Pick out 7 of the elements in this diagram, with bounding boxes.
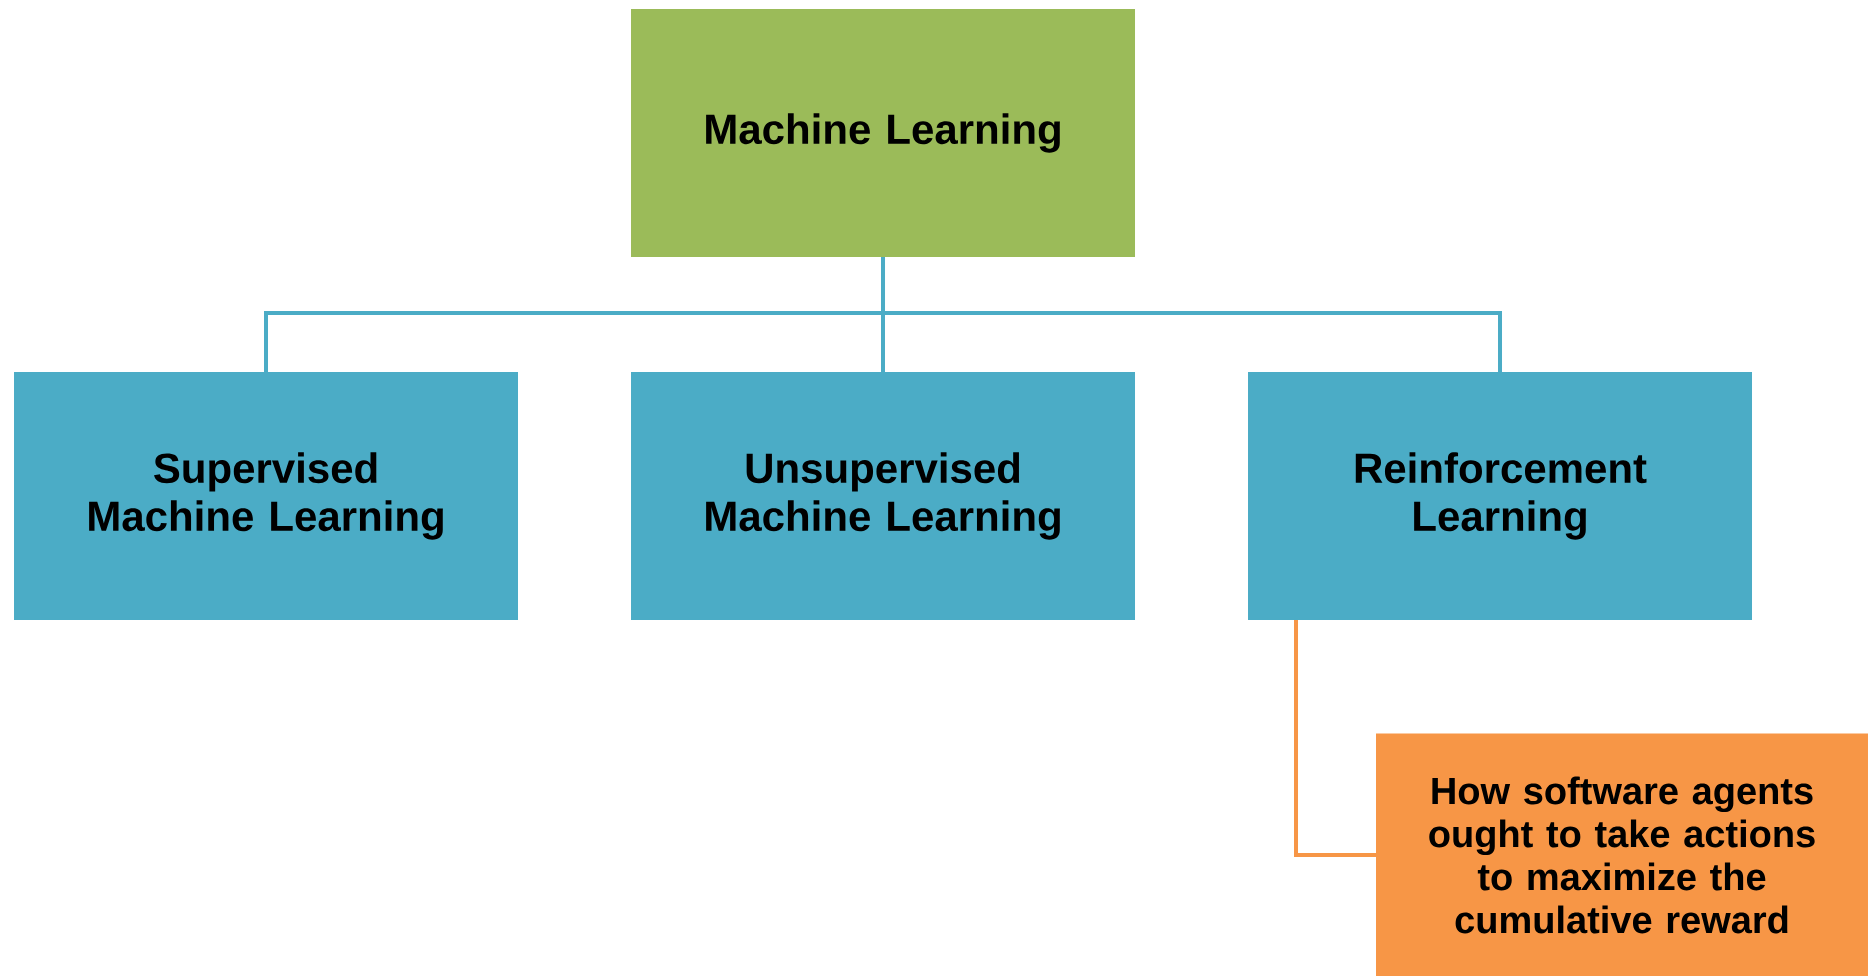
connector-line (881, 257, 1502, 372)
category-box: Unsupervised Machine Learning (631, 372, 1135, 620)
description-box: How software agents ought to take actions to maximize the cumulative reward (1376, 733, 1868, 976)
category-box: Reinforcement Learning (1248, 372, 1752, 620)
root-box: Machine Learning (631, 9, 1135, 257)
connector-line (1294, 620, 1376, 857)
category-box: Supervised Machine Learning (14, 372, 518, 620)
